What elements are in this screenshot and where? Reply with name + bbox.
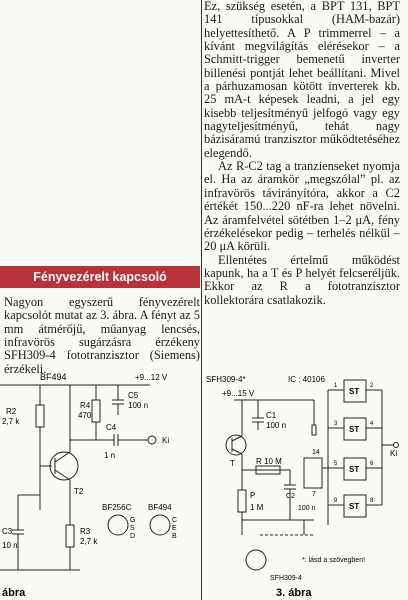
package-label: BF256C bbox=[102, 503, 132, 512]
c1-label: C1 bbox=[266, 411, 277, 420]
amplifier-schematic: BF494 +9...12 V R2 2,7 k R4 470 C5 100 n… bbox=[0, 372, 177, 599]
c2-value: 100 n bbox=[298, 505, 316, 512]
p-label: P bbox=[250, 491, 255, 500]
ic-label: IC : 40106 bbox=[288, 375, 325, 384]
c4-value: 1 n bbox=[104, 451, 115, 460]
r3-label: R3 bbox=[80, 527, 91, 536]
pin-label: 1 bbox=[334, 383, 338, 389]
c1-value: 100 n bbox=[266, 421, 286, 430]
gate-label: ST bbox=[349, 465, 359, 474]
paragraph: Ellentétes értelmű működést kapunk, ha a… bbox=[204, 252, 400, 307]
pin-label: B bbox=[172, 533, 177, 540]
sensor-bottom-label: SFH309-4 bbox=[270, 575, 302, 582]
gate-label: ST bbox=[349, 387, 359, 396]
paragraph: Az R-C2 tag a tranzienseket nyomja el. H… bbox=[204, 159, 400, 254]
footnote: *: lásd a szövegben! bbox=[302, 557, 365, 564]
output-label: Ki bbox=[162, 436, 169, 445]
r4-value: 470 bbox=[78, 411, 92, 420]
r2-label: R2 bbox=[6, 407, 17, 416]
r-label: R 10 M bbox=[256, 457, 282, 466]
p-value: 1 M bbox=[250, 503, 264, 512]
paragraph: Nagyon egyszerű fényvezérelt kapcsolót m… bbox=[4, 295, 200, 376]
figure-caption: 3. ábra bbox=[276, 587, 312, 599]
c3-value: 10 n bbox=[2, 541, 18, 550]
r4-label: R4 bbox=[80, 401, 91, 410]
right-column-text: Ez, szükség esetén, a BPT 131, BPT 141 t… bbox=[204, 0, 400, 307]
c3-label: C3 bbox=[2, 527, 13, 536]
supply-label: +9...12 V bbox=[135, 373, 168, 382]
pin-7: 7 bbox=[312, 491, 316, 498]
pin-label: 2 bbox=[370, 383, 374, 389]
c2-label: C2 bbox=[286, 493, 295, 500]
supply-label: +9...15 V bbox=[222, 389, 255, 398]
gate-label: ST bbox=[349, 502, 359, 511]
pin-label: 4 bbox=[370, 421, 374, 427]
t-label: T bbox=[230, 459, 235, 468]
output-label: Ki bbox=[390, 449, 397, 458]
section-header: Fényvezérelt kapcsoló bbox=[0, 266, 200, 288]
gate-label: ST bbox=[349, 425, 359, 434]
package-label: BF494 bbox=[148, 503, 172, 512]
paragraph: Ez, szükség esetén, a BPT 131, BPT 141 t… bbox=[204, 0, 400, 160]
pin-label: G bbox=[130, 517, 135, 524]
pin-label: D bbox=[130, 533, 135, 540]
c4-label: C4 bbox=[106, 423, 117, 432]
pin-label: 9 bbox=[334, 498, 338, 504]
column-divider bbox=[201, 0, 202, 600]
pin-label: 3 bbox=[334, 421, 338, 427]
t2-label: T2 bbox=[74, 487, 84, 496]
transistor-label: BF494 bbox=[40, 372, 67, 382]
pin-14: 14 bbox=[312, 449, 320, 456]
c5-label: C5 bbox=[128, 391, 139, 400]
figure-caption: ábra bbox=[2, 587, 26, 599]
pin-label: E bbox=[172, 525, 177, 532]
r2-value: 2,7 k bbox=[2, 417, 20, 426]
c5-value: 100 n bbox=[128, 401, 148, 410]
pin-label: 6 bbox=[370, 461, 374, 467]
left-column-text: Nagyon egyszerű fényvezérelt kapcsolót m… bbox=[4, 295, 200, 376]
light-switch-schematic: IC : 40106 SFH309-4* +9...15 V C1 100 n … bbox=[206, 375, 399, 599]
r3-value: 2,7 k bbox=[80, 537, 98, 546]
sensor-label: SFH309-4* bbox=[206, 375, 246, 384]
pin-label: 8 bbox=[370, 498, 374, 504]
pin-label: C bbox=[172, 517, 177, 524]
pin-label: 5 bbox=[334, 461, 338, 467]
pin-label: S bbox=[130, 525, 135, 532]
left-circuit-diagram bbox=[0, 0, 200, 260]
